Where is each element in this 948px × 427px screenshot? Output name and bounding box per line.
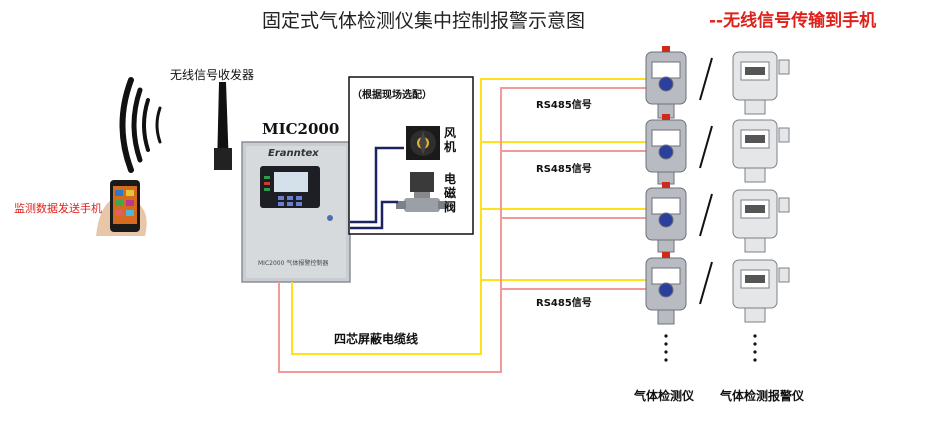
diagram-subtitle: --无线信号传输到手机 [709,11,877,31]
gas-detector-unit [645,46,687,119]
transceiver-label: 无线信号收发器 [170,68,255,82]
signal-bus-lines [278,78,650,373]
detector-label: 气体检测仪 [634,389,695,403]
phone-label: 监测数据发送手机 [14,202,102,215]
continuation-dots [664,334,757,362]
rs485-label: RS485信号 [536,100,592,111]
gas-alarm-unit [732,51,790,115]
mobile-phone-icon [96,180,147,236]
gas-detector-unit [645,182,687,253]
gas-detector-unit [645,252,687,325]
controller-model-label: MIC2000 [262,120,340,138]
diagram-title: 固定式气体检测仪集中控制报警示意图 [262,10,586,32]
rs485-label: RS485信号 [536,298,592,309]
gas-alarm-unit [732,119,790,183]
rs485-label: RS485信号 [536,164,592,175]
gas-alarm-unit [732,189,790,253]
gas-detector-column [645,46,687,325]
divider-slashes [699,57,713,305]
antenna-icon [214,82,232,170]
fan-label: 风机 [444,126,457,154]
gas-alarm-unit [732,259,790,323]
valve-label: 电磁阀 [444,172,457,214]
controller-brand-label: Eranntex [268,148,319,159]
solenoid-valve-icon [396,172,448,212]
control-cable [350,146,404,230]
gas-detector-unit [645,114,687,185]
fan-icon [406,126,440,160]
wireless-wave-icon [119,77,162,173]
alarm-label: 气体检测报警仪 [720,389,805,403]
controller-cabinet [241,141,351,283]
cable-label: 四芯屏蔽电缆线 [334,332,419,346]
gas-alarm-column [732,51,790,323]
optional-equipment-label: （根据现场选配） [352,90,432,101]
controller-plate-label: MIC2000 气体报警控制器 [258,260,329,267]
